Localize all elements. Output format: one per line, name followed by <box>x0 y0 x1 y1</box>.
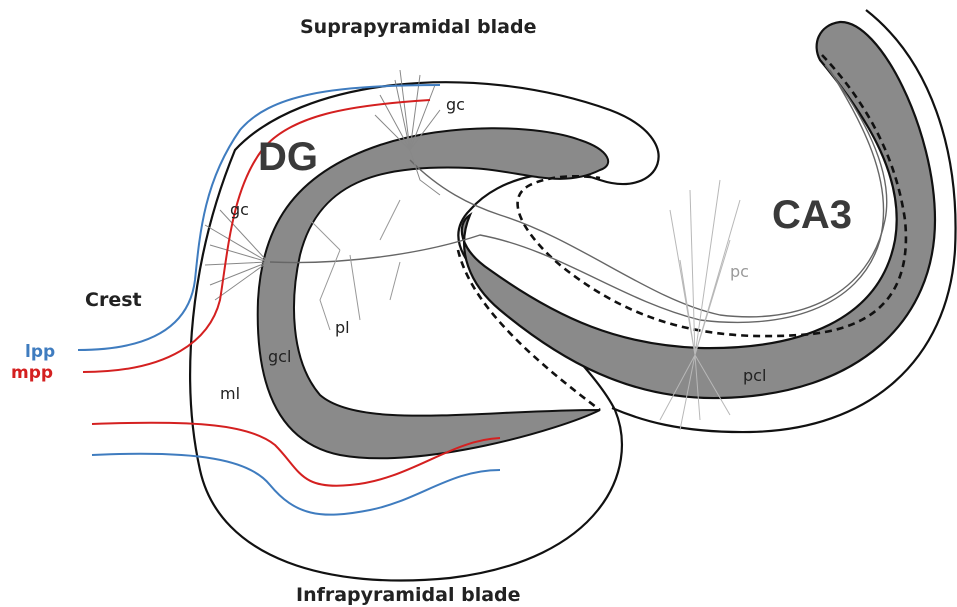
lpp-label: lpp <box>25 342 55 362</box>
infrapyramidal-blade-label: Infrapyramidal blade <box>296 584 521 606</box>
gc-top-label: gc <box>446 95 465 114</box>
crest-label: Crest <box>85 289 142 311</box>
gcl-label: gcl <box>268 347 291 366</box>
suprapyramidal-blade-label: Suprapyramidal blade <box>300 16 536 38</box>
pcl-label: pcl <box>743 366 766 385</box>
gc-left-label: gc <box>230 200 249 219</box>
ca3-label: CA3 <box>772 193 852 237</box>
lpp-lower-line <box>92 454 500 515</box>
mpp-upper-line <box>83 100 430 372</box>
pc-label: pc <box>730 262 749 281</box>
hilar-neuron-dendrites <box>310 200 400 330</box>
ml-label: ml <box>220 384 240 403</box>
dg-label: DG <box>258 135 318 179</box>
pl-label: pl <box>335 318 350 337</box>
mpp-label: mpp <box>11 363 53 383</box>
